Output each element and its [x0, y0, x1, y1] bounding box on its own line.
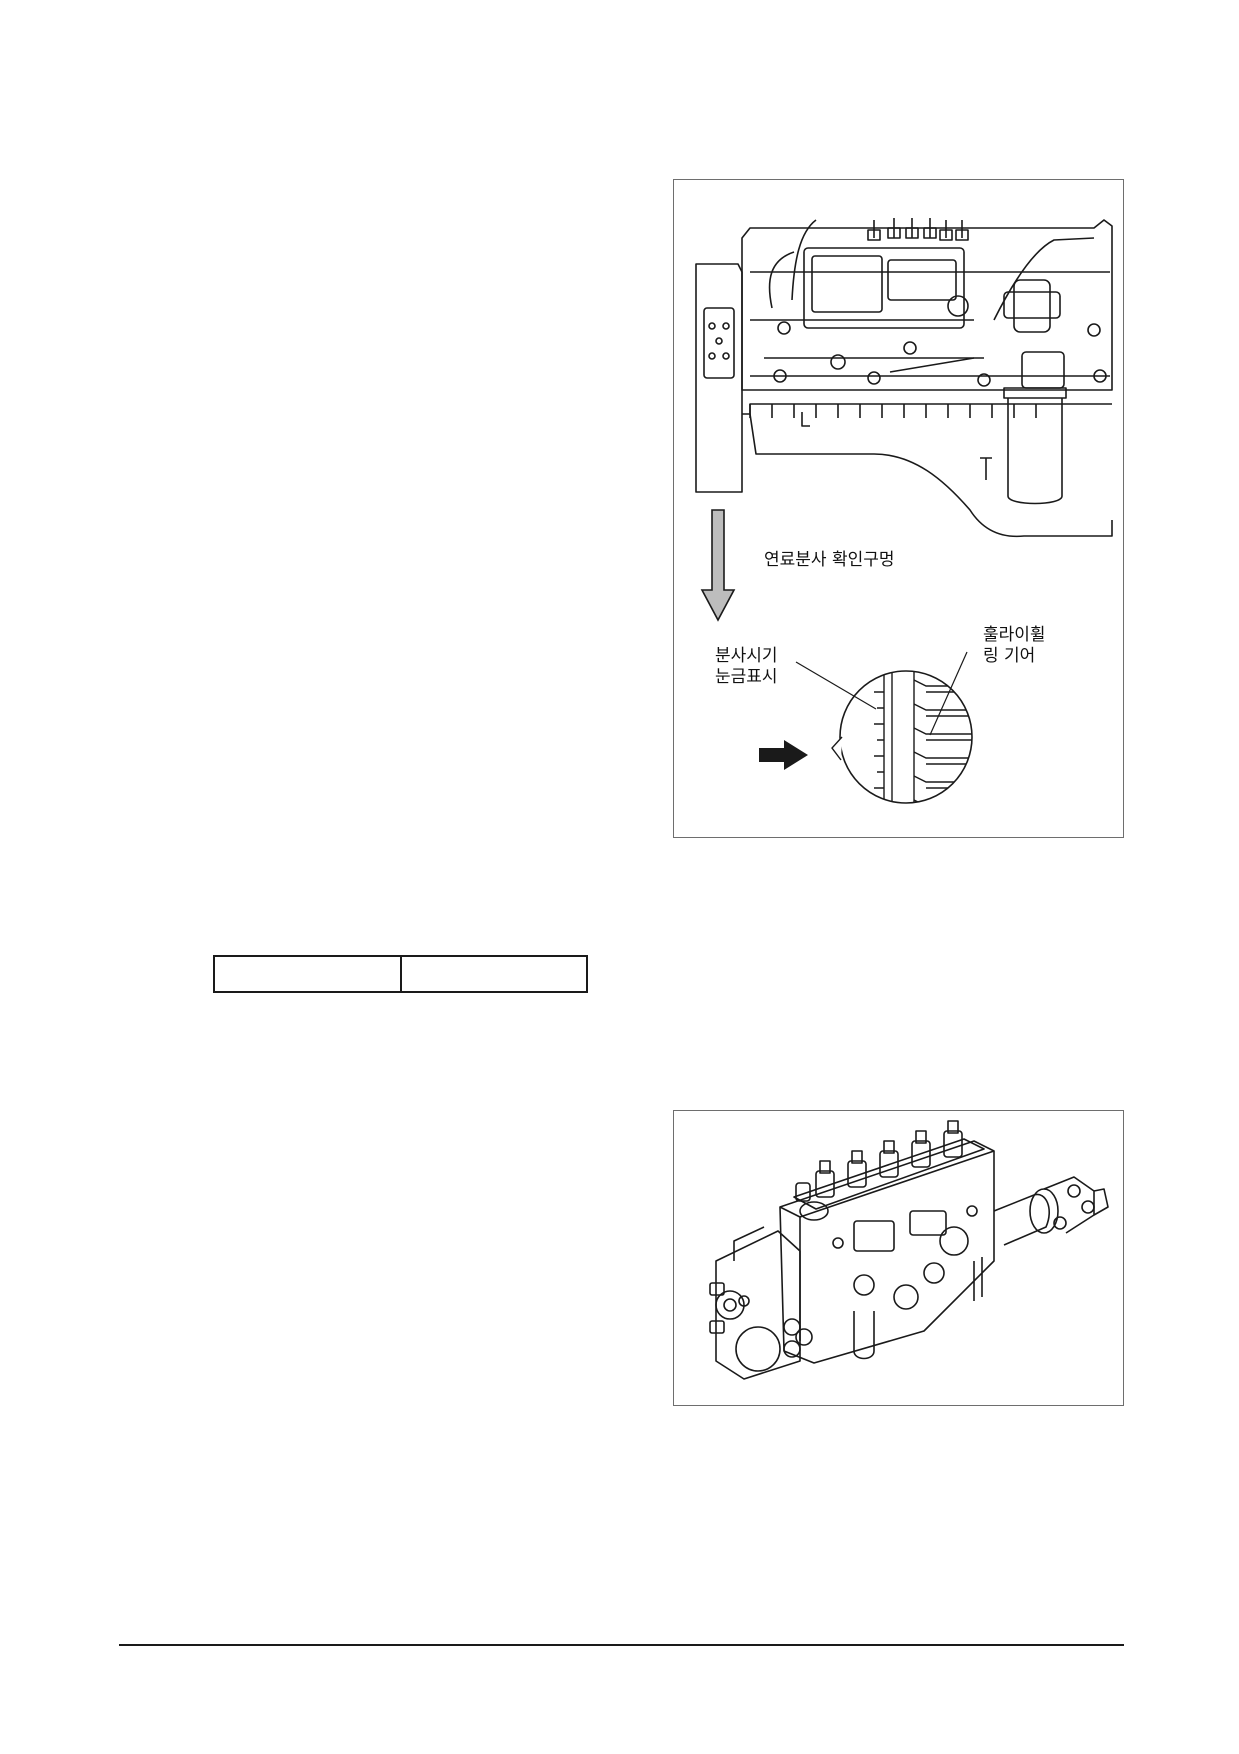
- table-cell: [213, 955, 402, 993]
- inspection-hole-label: 연료분사 확인구멍: [764, 550, 895, 570]
- timing-mark-label-line-1: 분사시기: [715, 646, 778, 666]
- down-arrow-icon: [700, 509, 736, 622]
- flywheel-ring-gear-label-line-2: 링 기어: [983, 646, 1036, 666]
- flywheel-ring-gear-label: 훌라이휠 링 기어: [983, 625, 1046, 667]
- table-cell: [399, 955, 588, 993]
- footer-divider: [119, 1644, 1124, 1646]
- timing-mark-detail-circle: [831, 670, 973, 804]
- right-arrow-icon: [759, 740, 808, 770]
- engine-side-view-illustration: [695, 218, 1113, 804]
- engine-timing-figure: [673, 179, 1124, 838]
- spec-table: [213, 955, 588, 993]
- timing-mark-label-line-2: 눈금표시: [715, 667, 778, 687]
- injection-pump-figure: [673, 1110, 1124, 1406]
- injection-pump-illustration: [709, 1120, 1109, 1380]
- flywheel-ring-gear-label-line-1: 훌라이휠: [983, 625, 1046, 645]
- timing-mark-label: 분사시기 눈금표시: [715, 646, 778, 688]
- table-row: [213, 955, 588, 993]
